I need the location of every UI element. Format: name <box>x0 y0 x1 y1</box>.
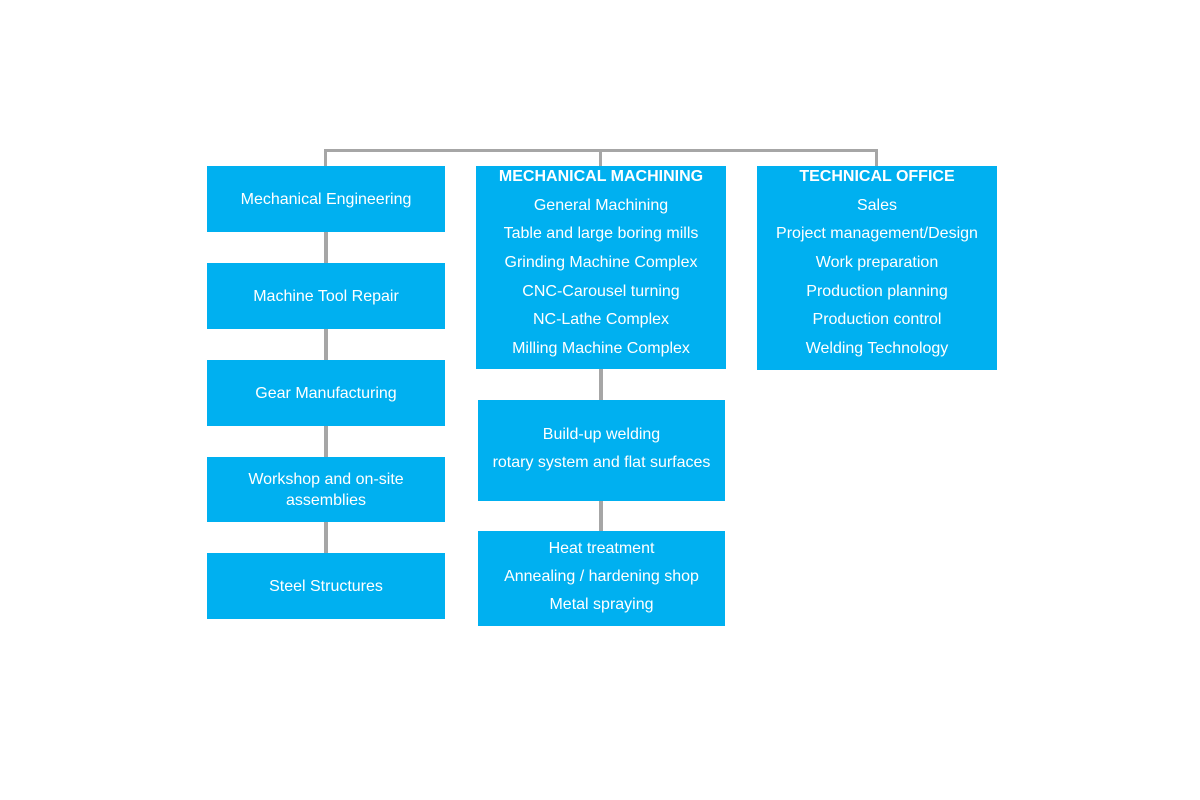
org-box-item: Welding Technology <box>805 340 949 358</box>
org-box-item: Grinding Machine Complex <box>504 254 698 272</box>
top-connector-drop-middle <box>599 149 602 166</box>
org-box-item: Production planning <box>806 282 948 300</box>
org-box-item: General Machining <box>533 196 669 214</box>
org-box-build-up-welding: Build-up welding rotary system and flat … <box>478 400 725 501</box>
org-box-label: Workshop and on-site assemblies <box>248 470 404 509</box>
middle-connector-2 <box>599 501 603 531</box>
left-connector-2 <box>324 329 328 360</box>
org-box-item: Work preparation <box>815 254 939 272</box>
top-connector-drop-left <box>324 149 327 166</box>
org-box-label: Machine Tool Repair <box>253 287 399 305</box>
org-box-item: Table and large boring mills <box>503 225 699 243</box>
org-box-label: Mechanical Engineering <box>240 190 412 208</box>
org-box-item: Metal spraying <box>549 595 654 613</box>
middle-connector-1 <box>599 369 603 400</box>
org-box-item: Project management/Design <box>776 225 978 243</box>
org-box-item: Build-up welding <box>542 425 661 443</box>
org-box-item: NC-Lathe Complex <box>532 311 670 329</box>
org-box-machine-tool-repair: Machine Tool Repair <box>207 263 445 329</box>
org-box-item: CNC-Carousel turning <box>522 282 680 300</box>
left-connector-3 <box>324 426 328 457</box>
left-connector-1 <box>324 232 328 263</box>
left-connector-4 <box>324 522 328 553</box>
org-box-item: Annealing / hardening shop <box>504 567 699 585</box>
org-box-workshop-assemblies: Workshop and on-site assemblies <box>207 457 445 522</box>
top-connector-drop-right <box>875 149 878 166</box>
org-box-item: rotary system and flat surfaces <box>492 453 711 471</box>
org-box-item: Production control <box>812 311 942 329</box>
org-box-item: Sales <box>856 196 898 214</box>
org-box-mechanical-engineering: Mechanical Engineering <box>207 166 445 232</box>
org-box-label: Gear Manufacturing <box>255 384 397 402</box>
org-box-item: Heat treatment <box>548 539 655 557</box>
org-box-heading: MECHANICAL MACHINING <box>498 168 704 185</box>
org-box-technical-office: TECHNICAL OFFICE Sales Project managemen… <box>757 166 997 370</box>
org-box-label: Steel Structures <box>269 577 383 595</box>
org-box-item: Milling Machine Complex <box>512 340 690 358</box>
org-box-gear-manufacturing: Gear Manufacturing <box>207 360 445 426</box>
org-box-steel-structures: Steel Structures <box>207 553 445 619</box>
org-box-heat-treatment: Heat treatment Annealing / hardening sho… <box>478 531 725 626</box>
org-box-heading: TECHNICAL OFFICE <box>799 168 955 185</box>
org-box-mechanical-machining: MECHANICAL MACHINING General Machining T… <box>476 166 726 369</box>
